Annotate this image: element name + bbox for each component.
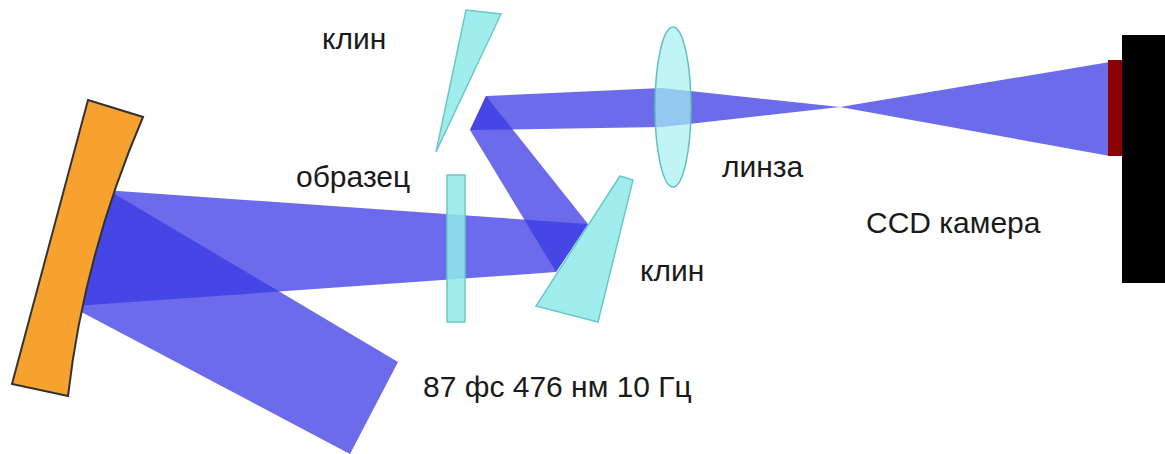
- wedge-upper: [436, 10, 501, 152]
- component-label: образец: [296, 160, 410, 194]
- lens: [655, 27, 691, 187]
- sample-plate: [447, 175, 465, 322]
- component-label: линза: [722, 150, 803, 184]
- component-label: клин: [640, 254, 704, 288]
- reflected-beam: [74, 190, 588, 306]
- laser-parameters: 87 фс 476 нм 10 Гц: [423, 370, 692, 404]
- camera-beam: [840, 62, 1110, 156]
- component-label: клин: [322, 22, 386, 56]
- wedge-lower: [536, 176, 633, 322]
- component-label: CCD камера: [866, 206, 1040, 240]
- concave-mirror: [12, 100, 143, 396]
- ccd-camera-body: [1122, 35, 1165, 283]
- ccd-sensor: [1108, 60, 1122, 156]
